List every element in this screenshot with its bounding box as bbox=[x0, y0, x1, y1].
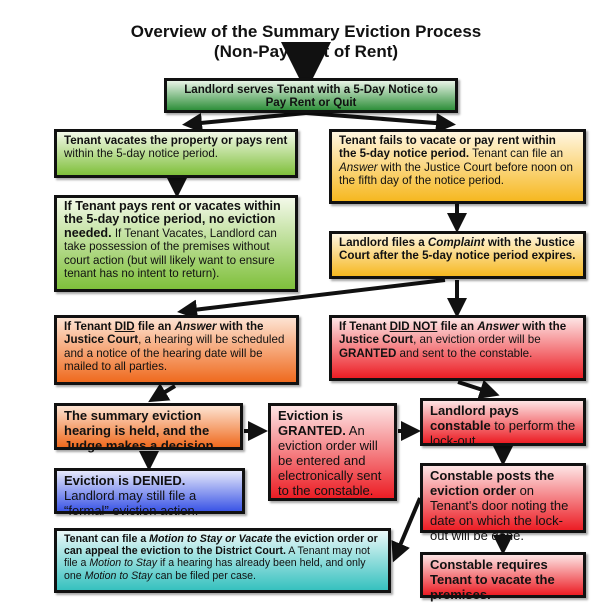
step-text: Motion to Stay or Vacate bbox=[149, 533, 273, 545]
step-text: If Tenant Vacates, Landlord can take pos… bbox=[64, 226, 277, 281]
step-text: Answer bbox=[339, 160, 378, 174]
step-text: within the 5-day notice period. bbox=[64, 147, 219, 161]
step-text: Motion to Stay bbox=[84, 569, 153, 582]
step-text: to perform the lock-out. bbox=[430, 418, 576, 448]
step-text: GRANTED bbox=[339, 346, 397, 360]
step-box-did-not-answer: If Tenant DID NOT file an Answer with th… bbox=[329, 315, 586, 381]
step-text: the eviction order or can appeal the evi… bbox=[64, 533, 378, 558]
step-box-motion: Tenant can file a Motion to Stay or Vaca… bbox=[54, 528, 391, 593]
step-box-no-eviction: If Tenant pays rent or vacates within th… bbox=[54, 195, 298, 292]
step-text: can be filed per case. bbox=[152, 569, 256, 582]
step-text: If Tenant bbox=[64, 320, 115, 333]
step-text: , an eviction order will be bbox=[413, 333, 541, 347]
step-text: with the Justice Court bbox=[339, 320, 567, 347]
arrow-didnot-to-pays bbox=[457, 379, 500, 399]
step-box-constable-requires: Constable requires Tenant to vacate the … bbox=[420, 552, 586, 602]
step-text: Landlord serves Tenant with a 5-Day Noti… bbox=[184, 83, 438, 110]
step-text: Tenant can file an bbox=[469, 147, 564, 161]
arrow-did-to-hearing bbox=[148, 383, 177, 403]
step-text: Landlord pays constable bbox=[430, 403, 519, 433]
step-text: on Tenant's door noting the date on whic… bbox=[430, 483, 569, 543]
step-text: Tenant fails to vacate or pay rent withi… bbox=[339, 134, 556, 161]
step-box-denied: Eviction is DENIED. Landlord may still f… bbox=[54, 468, 245, 518]
step-text: Constable posts the eviction order bbox=[430, 468, 555, 498]
step-box-tenant-fails: Tenant fails to vacate or pay rent withi… bbox=[329, 129, 586, 204]
step-box-notice: Landlord serves Tenant with a 5-Day Noti… bbox=[164, 78, 458, 113]
step-text: A Tenant may not file a bbox=[64, 545, 370, 570]
arrow-notice-to-vacates bbox=[182, 111, 307, 133]
arrow-notice-to-fails bbox=[305, 111, 456, 134]
step-text: If Tenant pays rent or vacates within th… bbox=[64, 199, 281, 240]
step-text: Landlord may still file a “formal” evict… bbox=[64, 488, 199, 518]
step-text: Tenant can file a bbox=[64, 533, 150, 545]
step-text: Answer bbox=[174, 320, 217, 333]
step-box-complaint: Landlord files a Complaint with the Just… bbox=[329, 231, 586, 279]
step-box-granted: Eviction is GRANTED. An eviction order w… bbox=[268, 403, 397, 501]
step-text: Complaint bbox=[427, 236, 485, 249]
step-text: If Tenant bbox=[339, 320, 390, 333]
step-text: with the Justice Court before noon on th… bbox=[339, 160, 573, 188]
step-text: Landlord files a bbox=[339, 236, 428, 249]
step-box-hearing: The summary eviction hearing is held, an… bbox=[54, 403, 243, 453]
step-text: DID NOT bbox=[389, 320, 438, 333]
step-text: Eviction is GRANTED. bbox=[278, 408, 346, 438]
step-box-did-answer: If Tenant DID file an Answer with the Ju… bbox=[54, 315, 299, 385]
step-box-tenant-vacates: Tenant vacates the property or pays rent… bbox=[54, 129, 298, 178]
step-text: with the Justice Court after the 5-day n… bbox=[339, 236, 576, 263]
step-text: Constable requires Tenant to vacate the … bbox=[430, 557, 555, 602]
step-text: DID bbox=[114, 320, 135, 333]
step-text: and sent to the constable. bbox=[396, 346, 533, 360]
step-text: An eviction order will be entered and el… bbox=[278, 423, 382, 498]
step-text: Answer bbox=[477, 320, 520, 333]
step-text: , a hearing will be scheduled and a noti… bbox=[64, 333, 285, 374]
step-text: The summary eviction hearing is held, an… bbox=[64, 408, 218, 453]
step-text: Motion to Stay bbox=[89, 557, 158, 570]
step-text: file an bbox=[134, 320, 175, 333]
step-text: Tenant vacates the property or pays rent bbox=[64, 134, 288, 147]
step-box-landlord-pays: Landlord pays constable to perform the l… bbox=[420, 398, 586, 448]
step-box-constable-posts: Constable posts the eviction order on Te… bbox=[420, 463, 586, 543]
diagram-title: Overview of the Summary Eviction Process bbox=[130, 22, 482, 41]
step-text: Eviction is DENIED. bbox=[64, 473, 186, 488]
arrow-posts-to-motion bbox=[391, 497, 422, 563]
arrow-complaint-to-did bbox=[177, 278, 446, 320]
step-text: with the Justice Court bbox=[64, 320, 264, 347]
step-text: file an bbox=[437, 320, 478, 333]
step-text: if a hearing has already been held, and … bbox=[64, 557, 366, 582]
